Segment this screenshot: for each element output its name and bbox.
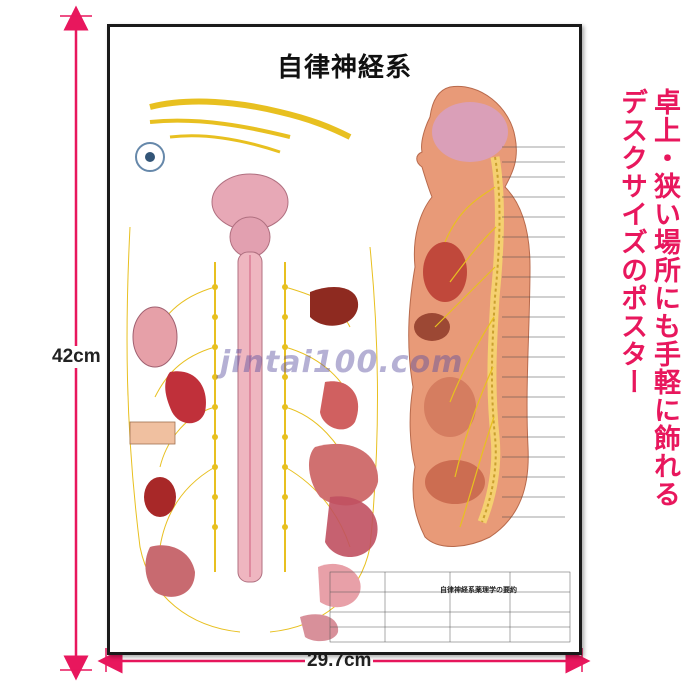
poster: 自律神経系 jintai100.com 自律神経系薬理学の要約: [107, 24, 582, 655]
torso-figure: [408, 85, 565, 547]
legend-table: [329, 571, 571, 643]
height-label: 42cm: [50, 346, 103, 368]
poster-illustration: [126, 85, 571, 643]
tagline: 卓上・狭い場所にも手軽に飾れる デスクサイズのポスター: [598, 88, 680, 508]
watermark: jintai100.com: [220, 345, 464, 380]
poster-title: 自律神経系: [276, 53, 412, 83]
width-label: 29.7cm: [305, 650, 374, 672]
spinal-schematic: [126, 98, 379, 642]
tagline-line-1: 卓上・狭い場所にも手軽に飾れる: [649, 88, 680, 508]
tagline-line-2: デスクサイズのポスター: [616, 88, 647, 396]
legend-title: 自律神経系薬理学の要約: [440, 586, 517, 594]
